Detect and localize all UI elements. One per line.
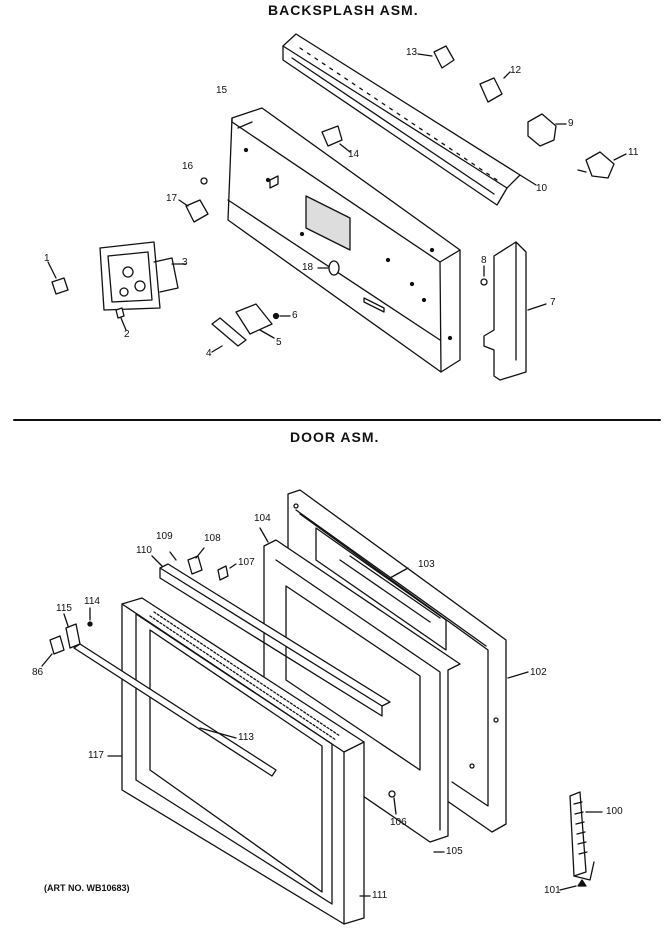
part-1 (48, 262, 68, 294)
label-11: 11 (628, 147, 639, 158)
part-14 (322, 126, 350, 152)
label-101: 101 (544, 885, 561, 896)
part-11 (578, 152, 626, 178)
part-114-screw (88, 608, 92, 626)
art-number: (ART NO. WB10683) (44, 883, 130, 893)
label-6: 6 (292, 310, 298, 321)
part-18 (318, 261, 339, 275)
part-106 (389, 791, 396, 814)
label-86: 86 (32, 667, 44, 678)
label-17: 17 (166, 193, 178, 204)
part-110-top-rail (152, 552, 390, 716)
part-101 (560, 880, 586, 890)
part-16 (201, 178, 207, 184)
label-5: 5 (276, 337, 282, 348)
label-108: 108 (204, 533, 221, 544)
part-115-bracket (64, 614, 80, 648)
part-100-hinge (570, 792, 602, 880)
part-17 (179, 200, 208, 222)
label-4: 4 (206, 348, 212, 359)
part-107-clip (218, 564, 236, 580)
part-86 (42, 636, 64, 666)
label-103: 103 (418, 559, 435, 570)
label-14: 14 (348, 149, 360, 160)
label-2: 2 (124, 329, 130, 340)
label-12: 12 (510, 65, 522, 76)
part-15-backsplash-panel (228, 108, 460, 372)
label-100: 100 (606, 806, 623, 817)
label-8: 8 (481, 255, 487, 266)
label-102: 102 (530, 667, 547, 678)
backsplash-section-title: BACKSPLASH ASM. (268, 2, 419, 18)
part-6 (274, 314, 291, 319)
label-107: 107 (238, 557, 255, 568)
part-108-clip (188, 548, 204, 574)
label-15: 15 (216, 85, 228, 96)
label-106: 106 (390, 817, 407, 828)
part-9 (528, 114, 566, 146)
part-103-glass (316, 528, 446, 650)
door-section-title: DOOR ASM. (290, 429, 380, 445)
label-114: 114 (84, 596, 100, 607)
label-111: 111 (372, 890, 388, 901)
part-13 (418, 46, 454, 68)
label-3: 3 (182, 257, 188, 268)
label-117: 117 (88, 750, 104, 761)
part-12 (480, 72, 510, 102)
part-5 (236, 304, 274, 338)
label-7: 7 (550, 297, 556, 308)
part-8 (481, 266, 487, 285)
label-13: 13 (406, 47, 418, 58)
label-1: 1 (44, 253, 50, 264)
label-115: 115 (56, 603, 72, 614)
part-2 (116, 308, 126, 330)
label-10: 10 (536, 183, 548, 194)
label-105: 105 (446, 846, 463, 857)
part-111-door-frame (122, 598, 370, 924)
part-4 (212, 318, 246, 352)
part-7-bracket (484, 242, 546, 380)
label-16: 16 (182, 161, 194, 172)
label-109: 109 (156, 531, 173, 542)
part-10-trim (283, 34, 536, 205)
label-110: 110 (136, 545, 152, 556)
label-18: 18 (302, 262, 314, 273)
part-3-control-panel (100, 242, 186, 310)
label-104: 104 (254, 513, 271, 524)
label-9: 9 (568, 118, 574, 129)
label-113: 113 (238, 732, 254, 743)
